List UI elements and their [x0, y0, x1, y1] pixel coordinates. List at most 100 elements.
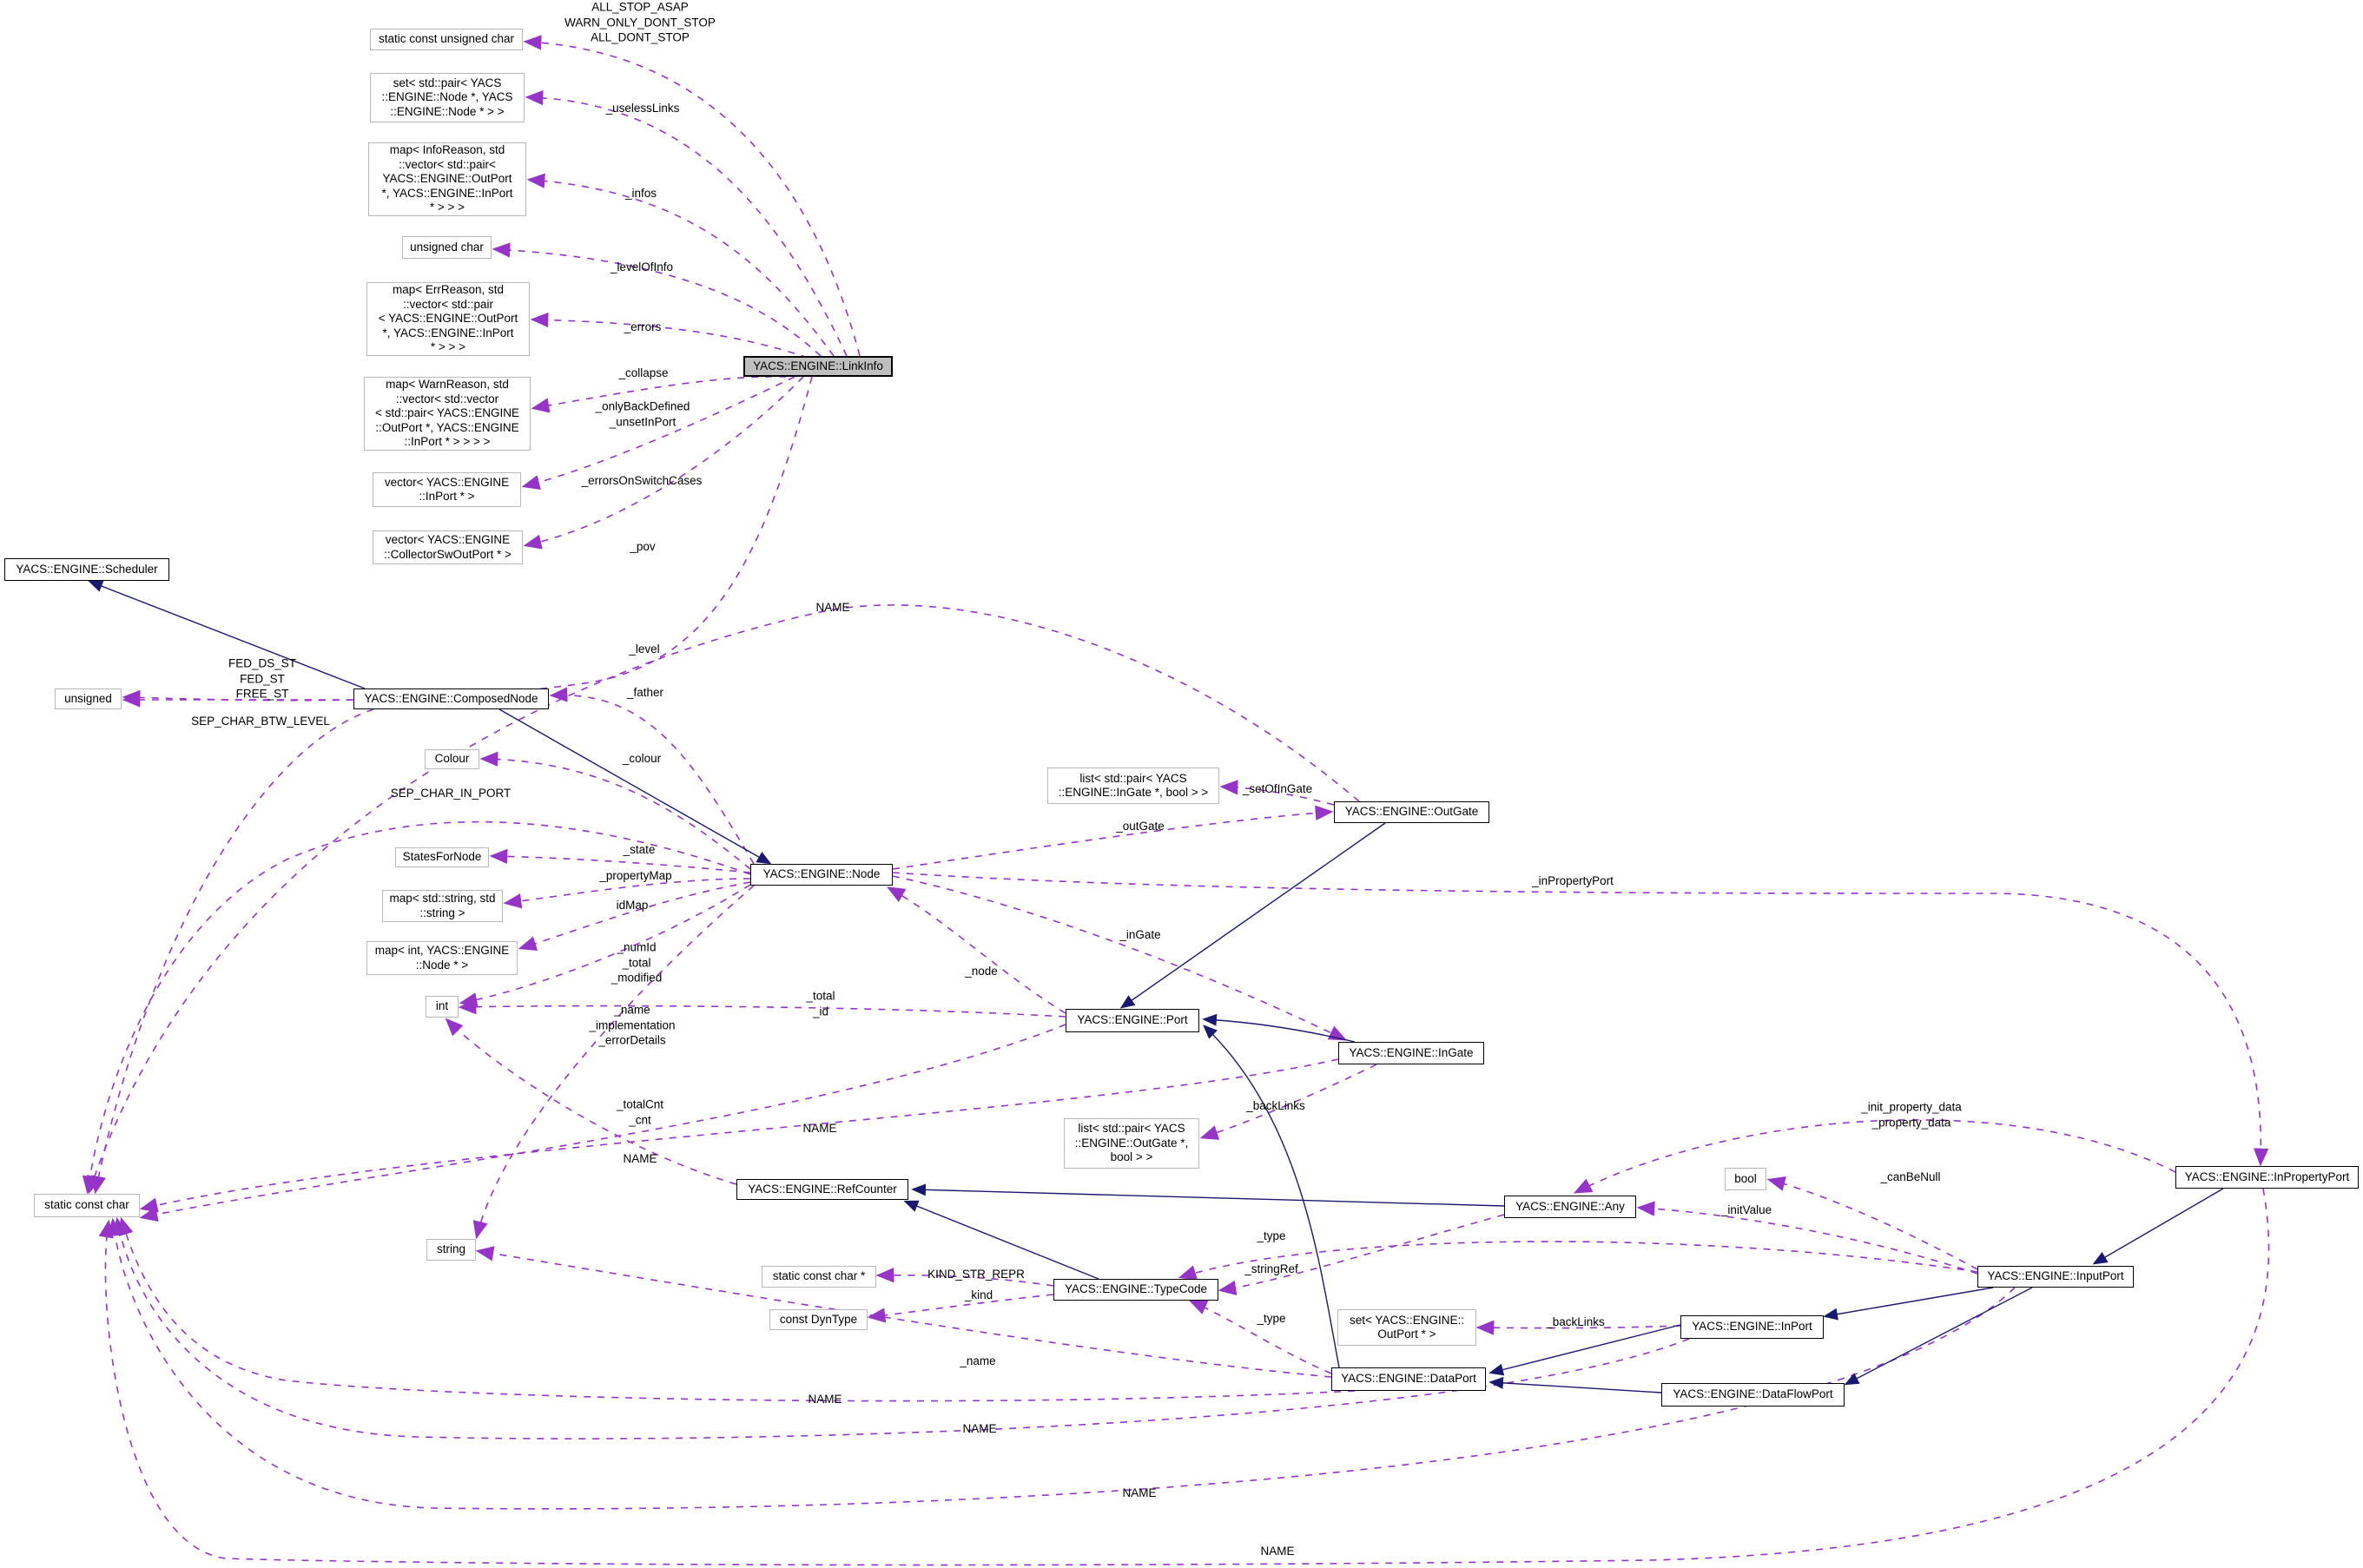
- edge-outgate: [892, 805, 1334, 870]
- inherit-composednode-scheduler: [88, 580, 366, 689]
- edge-label-errors: _errors: [624, 320, 662, 334]
- type-box-vector-collector: vector< YACS::ENGINE ::CollectorSwOutPor…: [373, 530, 523, 564]
- type-box-string: string: [426, 1239, 476, 1261]
- edge-name-ingate: [139, 1058, 1339, 1213]
- edge-label-backlinks2: _backLinks: [1546, 1315, 1605, 1329]
- edge-label-collapse: _collapse: [618, 366, 669, 380]
- edge-label-name-inpropertyport: NAME: [1260, 1545, 1295, 1558]
- edge-ingate: [892, 875, 1348, 1041]
- inherit-dataflowport-dataport: [1488, 1376, 1662, 1393]
- class-box-dataflowport[interactable]: YACS::ENGINE::DataFlowPort: [1661, 1383, 1845, 1407]
- edge-label-inpropertyport-lbl: _inPropertyPort: [1532, 874, 1614, 888]
- class-box-typecode[interactable]: YACS::ENGINE::TypeCode: [1053, 1279, 1218, 1301]
- edge-label-init-prop: _init_property_data _property_data: [1861, 1100, 1962, 1129]
- edge-name-port: [139, 1024, 1066, 1222]
- edge-label-fed: FED_DS_ST FED_ST FREE_ST: [228, 656, 297, 701]
- edge-idmap: [518, 881, 751, 952]
- edge-label-canbenull: _canBeNull: [1880, 1170, 1941, 1184]
- class-box-port[interactable]: YACS::ENGINE::Port: [1066, 1009, 1199, 1032]
- edge-label-colour-lbl: _colour: [622, 752, 662, 766]
- type-box-statesfornode: StatesForNode: [395, 847, 489, 867]
- inherit-any-refcounter: [911, 1183, 1505, 1207]
- edge-label-onlyback: _onlyBackDefined _unsetInPort: [595, 399, 690, 428]
- edge-label-stringref: _stringRef: [1244, 1262, 1298, 1276]
- type-box-int: int: [426, 996, 459, 1018]
- edge-label-backlinks1: _backLinks: [1246, 1099, 1305, 1113]
- edge-label-pov: _pov: [630, 540, 656, 554]
- edge-label-name-outgate: NAME: [815, 601, 850, 615]
- edge-label-levelofinfo: _levelOfInfo: [610, 260, 674, 274]
- inherit-composednode-node: [498, 708, 772, 865]
- edge-label-initvalue: _initValue: [1720, 1203, 1772, 1217]
- edge-label-name-dp-member: _name: [960, 1354, 996, 1368]
- edge-label-sep-btw: SEP_CHAR_BTW_LEVEL: [191, 715, 330, 728]
- edge-label-setofingate: _setOfInGate: [1242, 782, 1313, 796]
- type-box-map-inforeason: map< InfoReason, std ::vector< std::pair…: [368, 142, 526, 216]
- class-box-node[interactable]: YACS::ENGINE::Node: [750, 864, 893, 886]
- edge-inpropertyport: [892, 872, 2269, 1167]
- class-box-composednode[interactable]: YACS::ENGINE::ComposedNode: [353, 688, 549, 709]
- type-box-bool: bool: [1725, 1168, 1766, 1190]
- edge-label-kind: _kind: [964, 1288, 993, 1302]
- inherit-outgate-port: [1119, 822, 1386, 1009]
- edge-backlinks1: [1199, 1064, 1377, 1140]
- edge-state: [489, 848, 751, 873]
- inherit-typecode-refcounter: [903, 1200, 1099, 1280]
- type-box-map-int-node: map< int, YACS::ENGINE ::Node * >: [366, 941, 518, 975]
- edge-label-total-id: _total _id: [806, 989, 835, 1018]
- edge-label-name-inputport: NAME: [1122, 1486, 1157, 1500]
- edge-label-name-port: NAME: [623, 1152, 657, 1166]
- type-box-map-errreason: map< ErrReason, std ::vector< std::pair …: [366, 282, 530, 356]
- edge-label-idmap: idMap: [616, 899, 649, 912]
- edge-sep-in-port: [82, 820, 751, 1195]
- edge-label-uselesslinks: _uselessLinks: [605, 102, 680, 115]
- edge-initvalue: [1636, 1201, 1978, 1275]
- class-box-ingate[interactable]: YACS::ENGINE::InGate: [1338, 1042, 1484, 1064]
- edge-label-name-dataport: NAME: [808, 1393, 842, 1407]
- class-box-scheduler[interactable]: YACS::ENGINE::Scheduler: [4, 558, 169, 581]
- edge-label-all-stop: ALL_STOP_ASAP WARN_ONLY_DONT_STOP ALL_DO…: [564, 0, 716, 44]
- edge-infos: [526, 173, 835, 357]
- edge-colour: [479, 751, 751, 870]
- type-box-static-const-unsigned-char: static const unsigned char: [370, 29, 523, 50]
- type-box-colour: Colour: [425, 749, 479, 769]
- class-box-outgate[interactable]: YACS::ENGINE::OutGate: [1334, 801, 1489, 823]
- class-box-dataport[interactable]: YACS::ENGINE::DataPort: [1331, 1367, 1486, 1391]
- class-box-inputport[interactable]: YACS::ENGINE::InputPort: [1977, 1266, 2134, 1288]
- edge-label-name-impl: _name _implementation _errorDetails: [589, 1003, 676, 1047]
- edge-label-type-lower: _type: [1257, 1312, 1286, 1326]
- edge-canbenull: [1766, 1176, 1978, 1270]
- edge-errorsonswitch: [521, 376, 795, 491]
- class-box-refcounter[interactable]: YACS::ENGINE::RefCounter: [736, 1179, 908, 1200]
- type-box-const-dyntype: const DynType: [769, 1309, 868, 1330]
- edge-label-type-upper: _type: [1257, 1229, 1286, 1243]
- edge-label-level: _level: [629, 642, 660, 656]
- edge-label-infos: _infos: [624, 187, 657, 201]
- edge-name-dataport: [118, 1216, 1356, 1402]
- edge-name-outgate: [87, 604, 1360, 1195]
- edge-label-propertymap: _propertyMap: [599, 869, 672, 883]
- edge-totalcnt: [445, 1018, 737, 1185]
- class-box-inport[interactable]: YACS::ENGINE::InPort: [1680, 1315, 1824, 1339]
- type-box-map-string-string: map< std::string, std ::string >: [382, 890, 503, 922]
- class-box-inpropertyport[interactable]: YACS::ENGINE::InPropertyPort: [2175, 1166, 2359, 1189]
- edge-pov: [523, 376, 804, 550]
- edge-type-lower: [1188, 1300, 1332, 1374]
- edge-name-inport: [112, 1216, 1690, 1440]
- edge-sep-btw: [91, 708, 374, 1195]
- edge-label-numid: _numId _total _modified: [611, 940, 663, 985]
- edge-label-name-ingate: NAME: [802, 1122, 837, 1136]
- type-box-list-pair-ingate: list< std::pair< YACS ::ENGINE::InGate *…: [1047, 768, 1219, 804]
- edge-label-sep-in-port: SEP_CHAR_IN_PORT: [390, 787, 512, 800]
- type-box-set-outport-ptr: set< YACS::ENGINE:: OutPort * >: [1337, 1309, 1476, 1346]
- edge-collapse: [531, 376, 787, 413]
- edge-setofingate: [1219, 780, 1335, 806]
- class-box-linkinfo: YACS::ENGINE::LinkInfo: [743, 356, 893, 377]
- inherit-ingate-port: [1202, 1013, 1356, 1043]
- inherit-inport-dataport: [1488, 1324, 1681, 1376]
- edge-label-errorsonswitch: _errorsOnSwitchCases: [581, 474, 703, 488]
- edge-label-node-lbl: _node: [965, 965, 998, 978]
- class-box-any[interactable]: YACS::ENGINE::Any: [1504, 1196, 1636, 1218]
